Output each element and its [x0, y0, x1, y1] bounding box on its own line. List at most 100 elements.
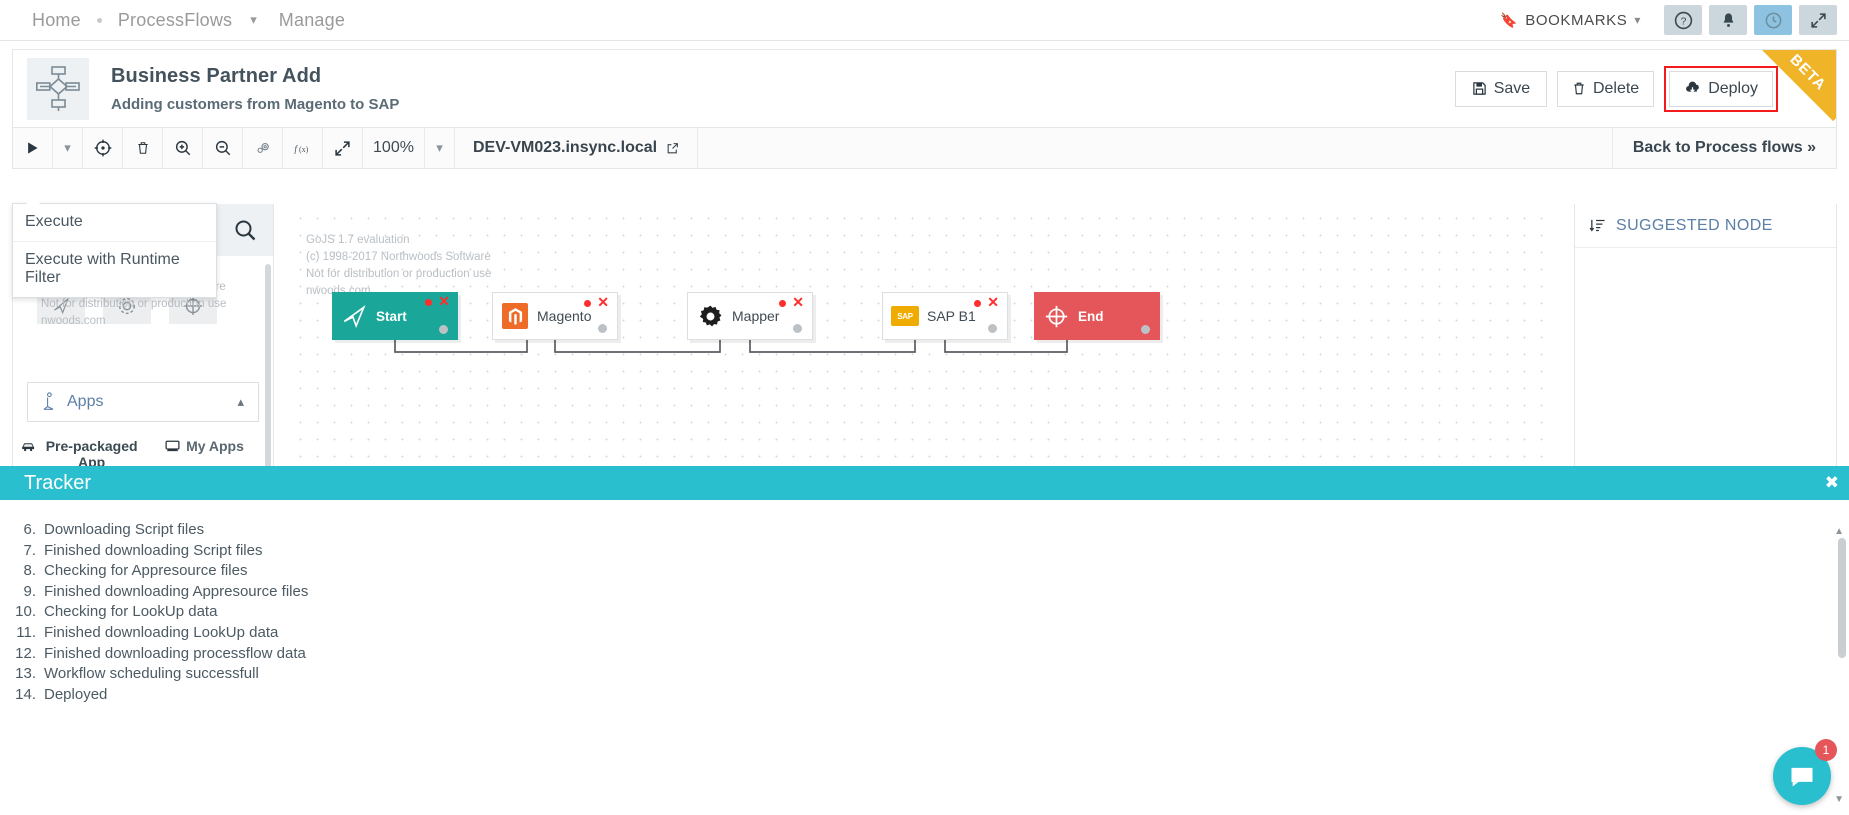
- watermark-line: Not for distribution or production use: [306, 268, 492, 280]
- save-label: Save: [1493, 79, 1531, 97]
- menu-item-execute-with-runtime-filter[interactable]: Execute with Runtime Filter: [25, 251, 180, 286]
- zoom-in-icon: [175, 140, 190, 156]
- settings-button[interactable]: [243, 128, 283, 168]
- designer-toolbar: ▾: [12, 127, 1837, 169]
- entry-number: 7.: [23, 541, 36, 559]
- delete-label: Delete: [1592, 79, 1640, 97]
- fullscreen-button[interactable]: [323, 128, 363, 168]
- node-status-dot: [974, 300, 981, 307]
- zoom-in-button[interactable]: [163, 128, 203, 168]
- breadcrumb: Home ProcessFlows ▾ Manage: [22, 10, 355, 31]
- node-port[interactable]: [439, 325, 448, 334]
- node-status-dot: [584, 300, 591, 307]
- node-label: Magento: [537, 308, 592, 324]
- list-item: 13.Workflow scheduling successfull: [0, 664, 1849, 685]
- delete-button[interactable]: Delete: [1556, 70, 1655, 107]
- package-icon: [22, 443, 35, 452]
- node-remove-icon[interactable]: ✕: [597, 294, 609, 310]
- node-port[interactable]: [1141, 325, 1150, 334]
- list-item: 8.Checking for Appresource files: [0, 561, 1849, 582]
- external-link-icon: [667, 142, 678, 153]
- bell-icon: [1723, 12, 1733, 27]
- menu-item-execute[interactable]: Execute: [13, 204, 216, 242]
- execute-dropdown-menu: Execute Execute with Runtime Filter: [12, 197, 217, 298]
- zoom-level-dropdown[interactable]: ▾: [425, 128, 455, 168]
- help-icon: ?: [1674, 11, 1692, 29]
- tracker-log-list: 6.Downloading Script files 7. Finished do…: [0, 512, 1849, 705]
- watermark-line: Not for distribution or production use: [41, 298, 227, 310]
- watermark-line: (c) 1998-2017 Northwoods Software: [306, 251, 491, 263]
- flow-node-end[interactable]: End: [1034, 292, 1160, 340]
- magento-icon: [493, 303, 537, 329]
- list-item: 10.Checking for LookUp data: [0, 602, 1849, 623]
- tracker-scrollbar[interactable]: ▲ ▼: [1834, 526, 1846, 805]
- entry-text: Deployed: [44, 685, 108, 703]
- deploy-label: Deploy: [1708, 79, 1758, 97]
- node-port[interactable]: [598, 324, 607, 333]
- node-remove-icon[interactable]: ✕: [792, 294, 804, 310]
- watermark-line: GoJS 1.7 evaluation: [306, 234, 410, 246]
- entry-number: 12.: [15, 644, 36, 662]
- top-nav-actions: 🔖 BOOKMARKS ▾ ?: [1500, 5, 1849, 35]
- search-icon: [235, 220, 256, 241]
- flow-node-magento[interactable]: Magento ✕: [492, 292, 618, 340]
- deploy-button[interactable]: Deploy: [1669, 70, 1773, 107]
- zoom-out-button[interactable]: [203, 128, 243, 168]
- palette-scrollbar[interactable]: [265, 264, 271, 469]
- environment-selector[interactable]: DEV-VM023.insync.local: [455, 128, 699, 168]
- list-item: 9. Finished downloading Appresource files: [0, 582, 1849, 603]
- list-item: 6.Downloading Script files: [0, 520, 1849, 541]
- nav-link-home[interactable]: Home: [32, 9, 81, 30]
- deploy-button-highlight: Deploy: [1664, 65, 1778, 112]
- reset-button[interactable]: [83, 128, 123, 168]
- execute-button[interactable]: [13, 128, 53, 168]
- help-button[interactable]: ?: [1664, 5, 1702, 35]
- svg-text:(x): (x): [299, 144, 309, 153]
- entry-text: Finished downloading Appresource files: [44, 582, 309, 600]
- apps-accordion-header[interactable]: Apps ▴: [27, 382, 259, 422]
- flow-node-mapper[interactable]: Mapper ✕: [687, 292, 813, 340]
- sap-icon: SAP: [883, 306, 927, 326]
- tracker-body: 6.Downloading Script files 7. Finished do…: [0, 500, 1849, 815]
- formula-button[interactable]: f (x): [283, 128, 323, 168]
- entry-text: Finished downloading processflow data: [44, 644, 306, 662]
- tab-my-apps[interactable]: My Apps: [143, 438, 265, 485]
- list-item: [0, 512, 1849, 520]
- save-icon: [1472, 82, 1486, 95]
- scroll-up-icon[interactable]: ▲: [1834, 526, 1844, 537]
- chevron-down-icon[interactable]: ▾: [250, 12, 257, 27]
- node-port[interactable]: [793, 324, 802, 333]
- bookmarks-menu[interactable]: 🔖 BOOKMARKS ▾: [1500, 12, 1641, 29]
- node-remove-icon[interactable]: ✕: [987, 294, 999, 310]
- scrollbar-thumb[interactable]: [1838, 538, 1846, 658]
- breadcrumb-separator-dot: [96, 17, 102, 23]
- back-to-process-flows-link[interactable]: Back to Process flows »: [1632, 139, 1816, 156]
- nav-link-manage[interactable]: Manage: [278, 9, 346, 30]
- tab-label: My Apps: [186, 438, 244, 454]
- delete-node-button[interactable]: [123, 128, 163, 168]
- start-flag-icon: [53, 297, 69, 315]
- node-port[interactable]: [988, 324, 997, 333]
- close-icon[interactable]: ✖: [1824, 473, 1839, 492]
- suggested-node-title: SUGGESTED NODE: [1616, 216, 1773, 234]
- chevron-down-icon: ▾: [1634, 13, 1641, 27]
- flow-node-start[interactable]: Start ✕: [332, 292, 458, 340]
- node-label: Start: [376, 308, 407, 324]
- execute-dropdown-toggle[interactable]: ▾: [53, 128, 83, 168]
- scroll-down-icon[interactable]: ▼: [1834, 794, 1844, 805]
- list-item: 12. Finished downloading processflow data: [0, 644, 1849, 665]
- entry-number: 9.: [23, 582, 36, 600]
- end-target-icon: [1034, 303, 1078, 330]
- nav-link-processflows[interactable]: ProcessFlows: [117, 9, 233, 30]
- list-item: 11.Finished downloading LookUp data: [0, 623, 1849, 644]
- save-button[interactable]: Save: [1454, 70, 1547, 107]
- node-remove-icon[interactable]: ✕: [438, 293, 450, 309]
- flow-node-sap-b1[interactable]: SAP SAP B1 ✕: [882, 292, 1008, 340]
- flow-title-block: Business Partner Add Adding customers fr…: [111, 65, 399, 113]
- expand-button[interactable]: [1799, 5, 1837, 35]
- sort-list-icon: [1589, 219, 1605, 232]
- history-button[interactable]: [1754, 5, 1792, 35]
- tracker-title: Tracker: [24, 471, 92, 494]
- notifications-button[interactable]: [1709, 5, 1747, 35]
- flow-actions: Save Delete Deploy: [1445, 65, 1836, 112]
